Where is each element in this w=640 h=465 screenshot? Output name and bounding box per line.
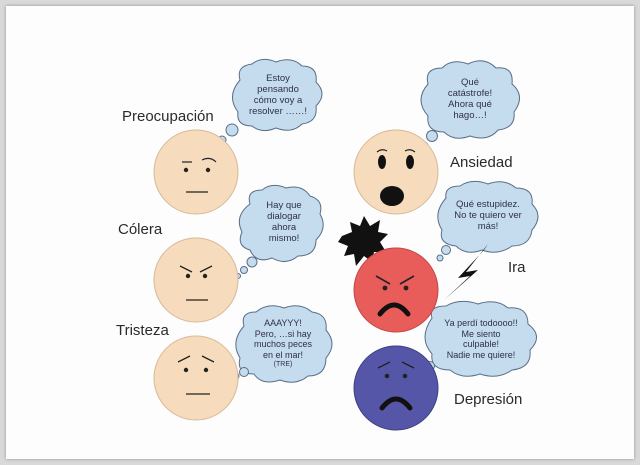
label-ira: Ira — [508, 259, 526, 276]
anger-burst-icon — [338, 216, 388, 266]
lightning-bolt-icon — [444, 244, 488, 300]
label-tristeza: Tristeza — [116, 322, 169, 339]
face-preocupacion — [153, 129, 239, 215]
bubble-ira — [436, 180, 539, 262]
face-ira — [353, 247, 439, 333]
face-tristeza — [153, 335, 239, 421]
label-colera: Cólera — [118, 221, 163, 238]
bubble-colera — [235, 184, 324, 279]
label-ansiedad: Ansiedad — [450, 154, 513, 171]
face-depresion — [353, 345, 439, 431]
face-ansiedad — [353, 129, 439, 215]
label-depresion: Depresión — [454, 391, 523, 408]
face-colera — [153, 237, 239, 323]
bubble-tristeza — [232, 305, 333, 383]
label-preocupacion: Preocupación — [122, 108, 214, 125]
